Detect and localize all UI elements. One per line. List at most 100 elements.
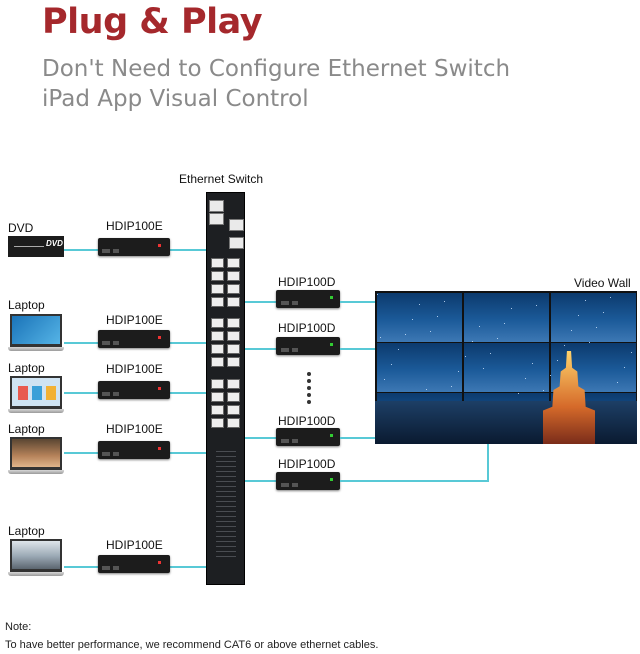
cable <box>340 437 375 439</box>
switch-indicator <box>216 486 236 487</box>
cable <box>64 249 98 251</box>
encoder-port <box>113 249 119 253</box>
encoder-port <box>113 452 119 456</box>
encoder-1 <box>98 238 170 256</box>
video-wall-panel <box>464 343 549 392</box>
decoder-port <box>281 348 289 352</box>
note-text: To have better performance, we recommend… <box>5 639 379 651</box>
star <box>550 375 551 376</box>
switch-port-top <box>209 213 224 225</box>
switch-port <box>227 405 240 415</box>
encoder-label-5: HDIP100E <box>106 538 163 552</box>
switch-indicator <box>216 526 236 527</box>
decoder-port <box>292 348 298 352</box>
switch-port-top <box>209 200 224 212</box>
switch-indicator <box>216 491 236 492</box>
switch-indicator <box>216 451 236 452</box>
encoder-led <box>158 336 161 339</box>
switch-port <box>227 284 240 294</box>
cable <box>170 566 206 568</box>
star <box>426 389 427 390</box>
star <box>483 368 484 369</box>
switch-indicator <box>216 536 236 537</box>
star <box>603 312 604 313</box>
switch-indicator <box>216 541 236 542</box>
switch-indicator <box>216 516 236 517</box>
source-label-laptop-3: Laptop <box>8 422 45 436</box>
star <box>610 297 611 298</box>
switch-port <box>227 258 240 268</box>
decoder-port <box>292 301 298 305</box>
switch-port <box>211 258 224 268</box>
encoder-label-3: HDIP100E <box>106 362 163 376</box>
decoder-3 <box>276 428 340 446</box>
decoder-1 <box>276 290 340 308</box>
switch-indicator <box>216 466 236 467</box>
switch-indicator <box>216 551 236 552</box>
cable <box>245 348 276 350</box>
cable <box>64 452 98 454</box>
cable <box>340 301 375 303</box>
encoder-port <box>113 566 119 570</box>
star <box>458 371 459 372</box>
more-decoders-dots <box>307 372 311 406</box>
star <box>497 338 498 339</box>
encoder-5 <box>98 555 170 573</box>
switch-indicator <box>216 546 236 547</box>
star <box>525 378 526 379</box>
star <box>479 326 480 327</box>
switch-port-top <box>229 237 244 249</box>
star <box>412 319 413 320</box>
star <box>631 352 632 353</box>
star <box>437 316 438 317</box>
encoder-3 <box>98 381 170 399</box>
star <box>444 301 445 302</box>
decoder-port <box>281 483 289 487</box>
video-wall <box>375 291 637 444</box>
switch-port <box>211 331 224 341</box>
switch-indicator <box>216 476 236 477</box>
switch-port <box>211 405 224 415</box>
star <box>377 294 378 295</box>
video-wall-panel <box>377 293 462 342</box>
encoder-port <box>113 392 119 396</box>
star <box>617 382 618 383</box>
decoder-label-3: HDIP100D <box>278 414 336 428</box>
cable <box>170 342 206 344</box>
switch-indicator <box>216 481 236 482</box>
switch-port <box>227 331 240 341</box>
note-heading: Note: <box>5 621 32 633</box>
subtitle-line-2: iPad App Visual Control <box>42 86 309 112</box>
cable <box>487 444 489 482</box>
star <box>564 345 565 346</box>
star <box>578 315 579 316</box>
encoder-led <box>158 387 161 390</box>
video-wall-label: Video Wall <box>574 276 631 290</box>
video-wall-panel <box>464 293 549 342</box>
city-skyline <box>375 401 637 444</box>
switch-indicator <box>216 496 236 497</box>
star <box>624 367 625 368</box>
switch-port <box>211 318 224 328</box>
star <box>536 305 537 306</box>
encoder-port <box>113 341 119 345</box>
star <box>451 386 452 387</box>
switch-port <box>227 271 240 281</box>
star <box>557 360 558 361</box>
star <box>419 304 420 305</box>
cable <box>170 452 206 454</box>
cable <box>170 392 206 394</box>
ethernet-switch <box>206 192 245 585</box>
cable <box>245 480 276 482</box>
encoder-4 <box>98 441 170 459</box>
switch-port <box>211 271 224 281</box>
switch-indicator <box>216 556 236 557</box>
switch-port <box>211 379 224 389</box>
laptop-2 <box>8 376 64 415</box>
decoder-port <box>292 439 298 443</box>
switch-port <box>227 379 240 389</box>
encoder-label-4: HDIP100E <box>106 422 163 436</box>
switch-indicator <box>216 501 236 502</box>
decoder-4 <box>276 472 340 490</box>
source-label-laptop-1: Laptop <box>8 298 45 312</box>
